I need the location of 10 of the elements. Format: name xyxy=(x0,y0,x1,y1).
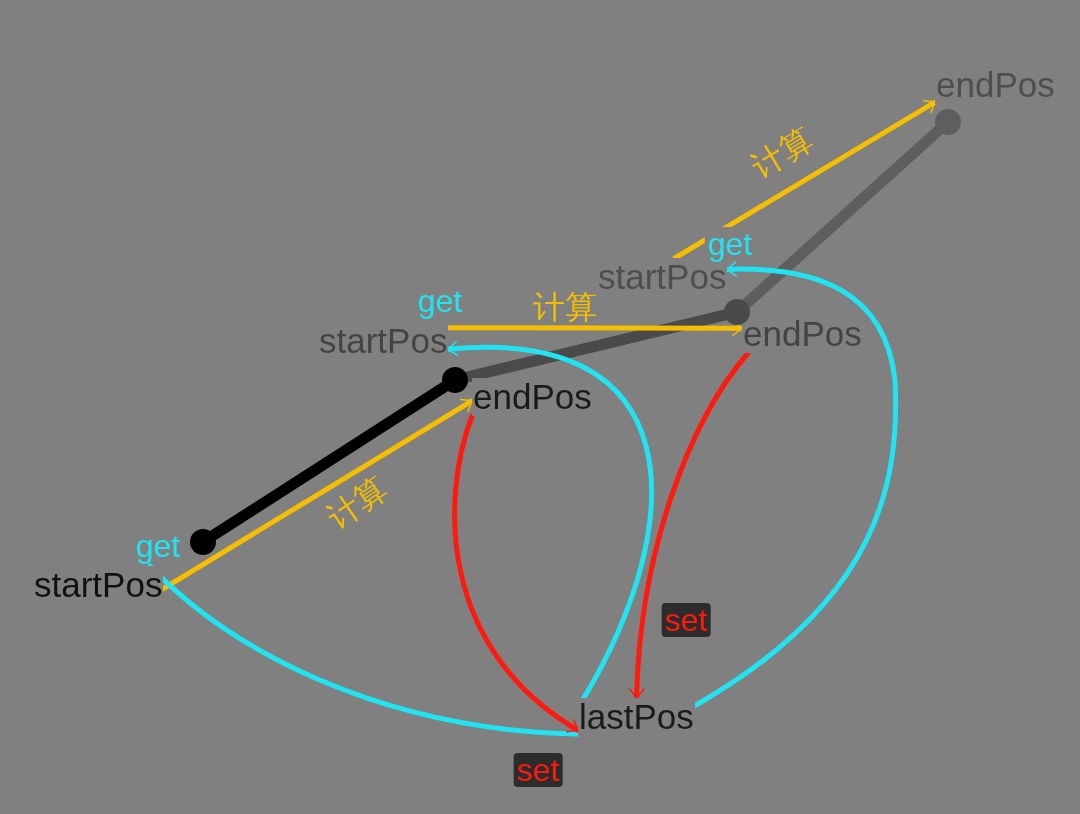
arrow xyxy=(672,99,938,261)
edge-label: set xyxy=(513,753,563,787)
joint-dot xyxy=(935,109,961,135)
joint-dot xyxy=(442,367,468,393)
segment-line xyxy=(741,125,944,309)
segment-line xyxy=(208,381,450,541)
position-label: endPos xyxy=(472,378,593,416)
edge-label: set xyxy=(661,603,711,637)
position-label: lastPos xyxy=(578,698,695,736)
joint-dot xyxy=(190,529,216,555)
